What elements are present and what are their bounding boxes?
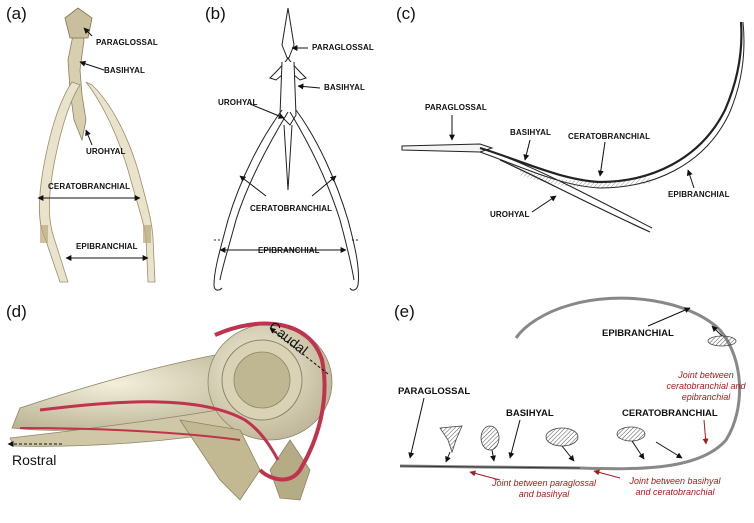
panel-b-ceratobranchial-label: CERATOBRANCHIAL (250, 204, 333, 213)
panel-b-paraglossal-label: PARAGLOSSAL (312, 43, 374, 52)
panel-c-hyoid-side (401, 21, 745, 233)
panel-a-arrows (37, 27, 149, 261)
panel-a-label: (a) (6, 4, 27, 23)
panel-a-ceratobranchial-label: CERATOBRANCHIAL (48, 182, 131, 191)
panel-a-urohyal-label: UROHYAL (86, 147, 126, 156)
panel-c-paraglossal-label: PARAGLOSSAL (425, 103, 487, 112)
panel-a-epibranchial-label: EPIBRANCHIAL (76, 242, 138, 251)
panel-e-arrows (408, 307, 723, 463)
rostral-direction-label: Rostral (12, 452, 57, 468)
panel-e-epibranchial-label: EPIBRANCHIAL (602, 328, 674, 339)
panel-e-cross-sections (439, 335, 737, 454)
panel-b-arrows (219, 45, 347, 253)
panel-d-label: (d) (6, 302, 27, 321)
joint-cerato-epi-line1: Joint between (678, 370, 734, 380)
panel-a-basihyal-label: BASIHYAL (104, 66, 145, 75)
panel-c-ceratobranchial-label: CERATOBRANCHIAL (568, 132, 651, 141)
panel-e-ceratobranchial-label: CERATOBRANCHIAL (622, 408, 718, 419)
panel-b-epibranchial-label: EPIBRANCHIAL (258, 246, 320, 255)
panel-e-label: (e) (394, 302, 415, 321)
panel-c-urohyal-label: UROHYAL (490, 210, 530, 219)
panel-c-epibranchial-label: EPIBRANCHIAL (668, 190, 730, 199)
panel-e-joint-arrows (469, 419, 709, 481)
joint-cerato-epi-line2: ceratobranchial and (666, 381, 746, 391)
joint-basi-cerato-line1: Joint between basihyal (629, 476, 721, 486)
panel-b-urohyal-label: UROHYAL (218, 98, 258, 107)
joint-basi-cerato-annotation: Joint between basihyal and ceratobranchi… (610, 476, 740, 498)
joint-cerato-epi-annotation: Joint between ceratobranchial and epibra… (658, 370, 754, 403)
panel-b-hyoid-drawing (213, 7, 360, 291)
joint-para-basi-line1: Joint between paraglossal (491, 478, 597, 488)
joint-para-basi-annotation: Joint between paraglossal and basihyal (474, 478, 614, 500)
panel-c-basihyal-label: BASIHYAL (510, 128, 551, 137)
joint-para-basi-line2: and basihyal (518, 489, 570, 499)
panel-d-skull-render (9, 321, 333, 501)
joint-cerato-epi-line3: epibranchial (681, 392, 731, 402)
panel-c-arrows (449, 115, 695, 213)
panel-e-paraglossal-label: PARAGLOSSAL (398, 386, 471, 397)
panel-a-hyoid-photo (39, 7, 156, 283)
panel-d-direction-arrows (7, 327, 329, 447)
panel-c-label: (c) (396, 4, 416, 23)
panel-b-basihyal-label: BASIHYAL (324, 83, 365, 92)
joint-basi-cerato-line2: and ceratobranchial (635, 487, 715, 497)
panel-e-basihyal-label: BASIHYAL (506, 408, 554, 419)
panel-a-paraglossal-label: PARAGLOSSAL (96, 38, 158, 47)
panel-b-label: (b) (205, 4, 226, 23)
